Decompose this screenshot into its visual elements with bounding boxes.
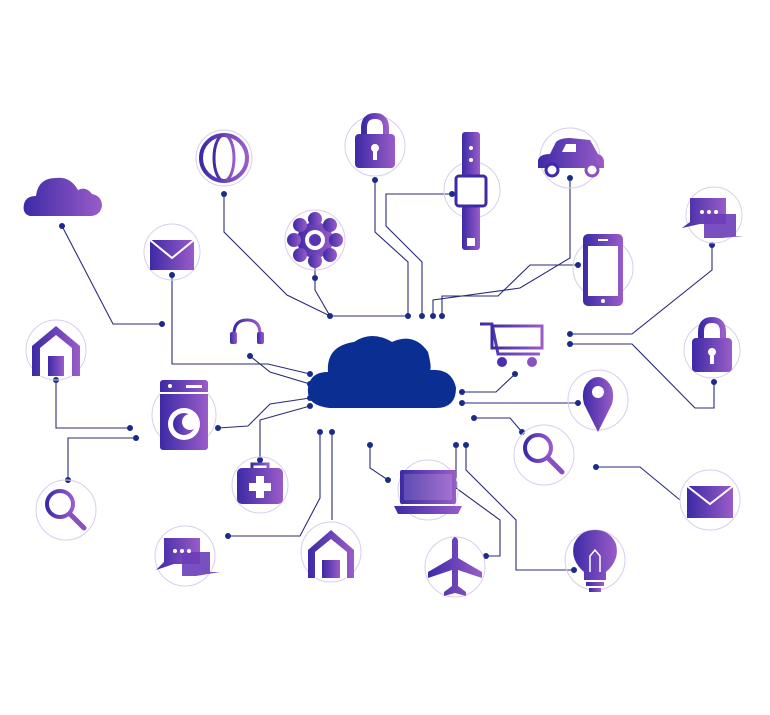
gear-icon xyxy=(287,212,343,268)
search-icon-right xyxy=(523,433,565,475)
envelope-icon-right xyxy=(686,485,734,518)
headphones-icon xyxy=(230,318,264,344)
smartwatch-icon xyxy=(454,132,488,250)
house-icon-bottom xyxy=(308,530,354,578)
central-cloud-icon xyxy=(307,336,456,408)
car-icon xyxy=(538,138,604,178)
house-icon xyxy=(32,326,80,376)
search-icon xyxy=(45,489,87,531)
cloud-icon xyxy=(23,177,103,216)
smartphone-icon xyxy=(583,234,623,306)
chat-icon-bottom xyxy=(156,538,220,576)
washing-machine-icon xyxy=(160,380,208,450)
connection-lines xyxy=(55,178,715,571)
envelope-icon xyxy=(149,239,195,270)
laptop-icon xyxy=(394,470,462,514)
airplane-icon xyxy=(428,537,482,596)
chat-icon xyxy=(682,198,744,238)
medical-kit-icon xyxy=(237,462,283,504)
lock-icon-right xyxy=(692,316,732,372)
location-pin-icon xyxy=(582,377,614,432)
connection-dots xyxy=(53,175,717,573)
globe-icon xyxy=(199,133,249,183)
lightbulb-icon xyxy=(573,530,617,592)
lock-icon xyxy=(355,112,395,168)
shopping-cart-icon xyxy=(480,322,544,367)
